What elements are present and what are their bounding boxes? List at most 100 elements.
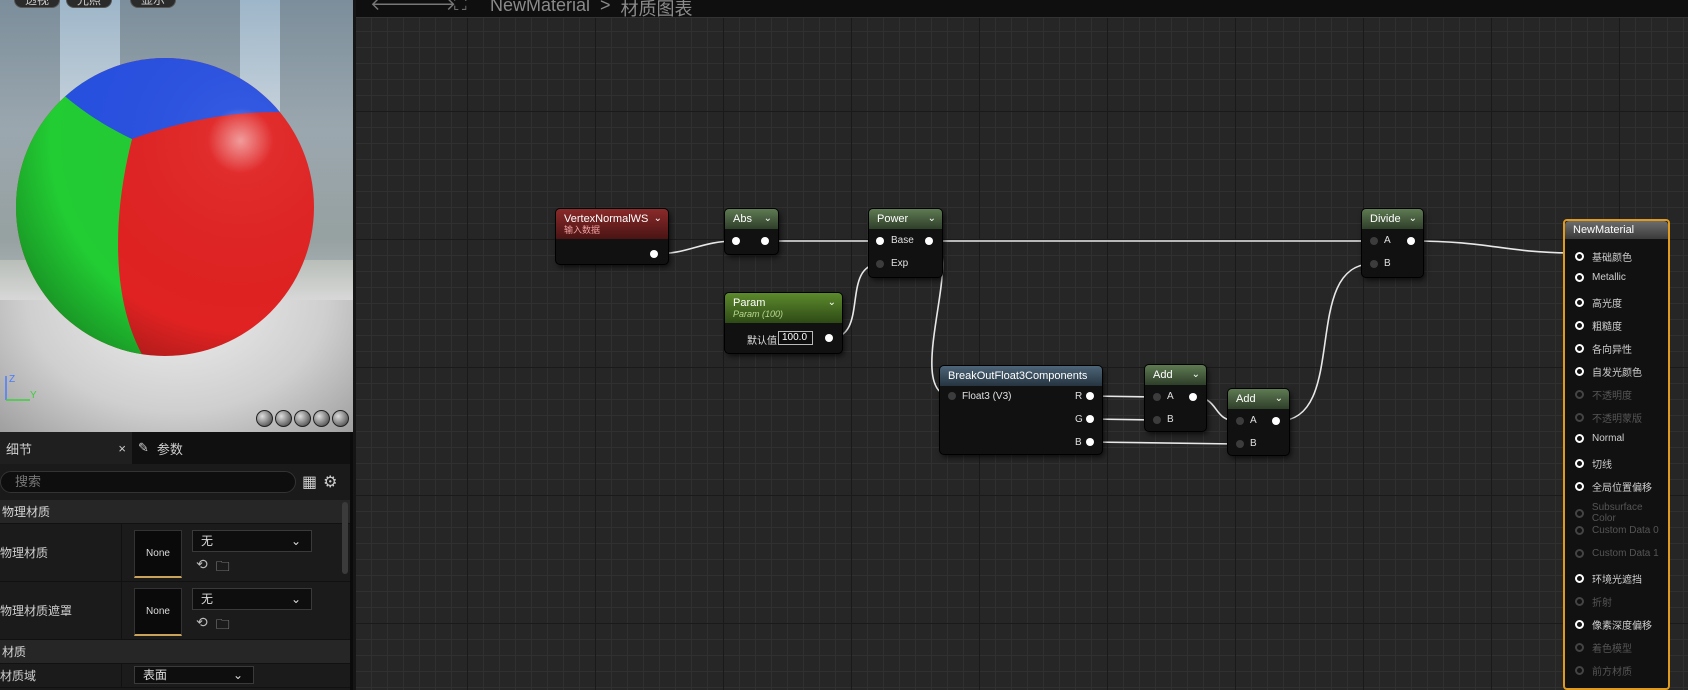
output-pin[interactable] xyxy=(925,237,933,245)
input-pin-exp[interactable] xyxy=(876,260,884,268)
chevron-down-icon[interactable]: ⌄ xyxy=(763,213,772,224)
material-input-pin[interactable]: 全局位置偏移 xyxy=(1575,479,1652,494)
material-input-pin[interactable]: 基础颜色 xyxy=(1575,249,1632,264)
material-input-pin[interactable]: 不透明蒙版 xyxy=(1575,410,1642,425)
chevron-down-icon[interactable]: ⌄ xyxy=(1274,393,1283,404)
node-power[interactable]: Power ⌄ Base Exp xyxy=(869,209,942,277)
material-input-pin[interactable]: 切线 xyxy=(1575,456,1612,471)
output-pin-b[interactable] xyxy=(1086,438,1094,446)
input-pin-base[interactable] xyxy=(876,237,884,245)
chevron-down-icon[interactable]: ⌄ xyxy=(827,297,836,308)
use-selected-icon[interactable]: ⟲ xyxy=(196,614,208,630)
tab-params[interactable]: ✎ 参数 xyxy=(132,432,189,464)
material-input-pin[interactable]: Normal xyxy=(1575,433,1624,444)
input-pin-float3[interactable] xyxy=(948,392,956,400)
pin-circle-icon[interactable] xyxy=(1575,434,1584,443)
pin-circle-icon[interactable] xyxy=(1575,482,1584,491)
material-input-pin[interactable]: 折射 xyxy=(1575,594,1612,609)
pin-circle-icon[interactable] xyxy=(1575,597,1584,606)
node-breakout-float3[interactable]: BreakOutFloat3Components Float3 (V3) R G… xyxy=(940,366,1102,454)
close-icon[interactable]: × xyxy=(118,440,126,456)
pin-circle-icon[interactable] xyxy=(1575,574,1584,583)
input-pin[interactable] xyxy=(732,237,740,245)
pin-circle-icon[interactable] xyxy=(1575,459,1584,468)
output-pin[interactable] xyxy=(1272,417,1280,425)
node-add-2[interactable]: Add ⌄ A B xyxy=(1228,389,1289,455)
sphere-preview-icon[interactable] xyxy=(275,410,292,427)
pin-circle-icon[interactable] xyxy=(1575,344,1584,353)
pin-circle-icon[interactable] xyxy=(1575,508,1584,518)
material-input-pin[interactable]: 前方材质 xyxy=(1575,663,1632,678)
asset-thumbnail[interactable]: None xyxy=(134,530,182,578)
input-pin-b[interactable] xyxy=(1153,416,1161,424)
back-arrow-icon[interactable]: 🡐 xyxy=(370,0,419,14)
pin-circle-icon[interactable] xyxy=(1575,252,1584,261)
material-preview-viewport[interactable]: 透视 光照 显示 Z Y xyxy=(0,0,353,432)
material-input-pin[interactable]: Custom Data 0 xyxy=(1575,525,1659,536)
browse-asset-icon[interactable]: 🗀 xyxy=(215,616,230,632)
pin-circle-icon[interactable] xyxy=(1575,413,1584,422)
cylinder-preview-icon[interactable] xyxy=(256,410,273,427)
input-pin-a[interactable] xyxy=(1236,417,1244,425)
pin-circle-icon[interactable] xyxy=(1575,643,1584,652)
section-physical-material[interactable]: 物理材质 xyxy=(0,500,350,524)
pin-circle-icon[interactable] xyxy=(1575,549,1584,558)
material-graph-canvas[interactable] xyxy=(356,0,1688,690)
output-pin[interactable] xyxy=(1407,237,1415,245)
material-input-pin[interactable]: 不透明度 xyxy=(1575,387,1632,402)
material-input-pin[interactable]: 粗糙度 xyxy=(1575,318,1622,333)
asset-dropdown[interactable]: 无 ⌄ xyxy=(192,530,312,552)
pin-circle-icon[interactable] xyxy=(1575,321,1584,330)
pin-circle-icon[interactable] xyxy=(1575,273,1584,282)
viewport-perspective-button[interactable]: 透视 xyxy=(14,0,61,8)
viewport-show-button[interactable]: 显示 xyxy=(130,0,177,8)
breadcrumb-graph[interactable]: 材质图表 xyxy=(620,0,693,19)
material-input-pin[interactable]: 着色模型 xyxy=(1575,640,1632,655)
plane-preview-icon[interactable] xyxy=(294,410,311,427)
chevron-down-icon[interactable]: ⌄ xyxy=(653,213,662,224)
node-add-1[interactable]: Add ⌄ A B xyxy=(1145,365,1206,431)
details-scrollbar[interactable] xyxy=(342,502,348,574)
viewport-lit-button[interactable]: 光照 xyxy=(66,0,113,8)
pin-circle-icon[interactable] xyxy=(1575,526,1584,535)
material-input-pin[interactable]: Metallic xyxy=(1575,272,1626,283)
chevron-down-icon[interactable]: ⌄ xyxy=(1191,369,1200,380)
input-pin-a[interactable] xyxy=(1370,237,1378,245)
node-abs[interactable]: Abs ⌄ xyxy=(725,209,778,254)
pin-circle-icon[interactable] xyxy=(1575,666,1584,675)
use-selected-icon[interactable]: ⟲ xyxy=(196,556,208,572)
default-value-field[interactable]: 100.0 xyxy=(778,331,813,345)
cube-preview-icon[interactable] xyxy=(313,410,330,427)
input-pin-b[interactable] xyxy=(1236,440,1244,448)
output-pin[interactable] xyxy=(1189,393,1197,401)
material-input-pin[interactable]: 像素深度偏移 xyxy=(1575,617,1652,632)
output-pin-g[interactable] xyxy=(1086,415,1094,423)
browse-asset-icon[interactable]: 🗀 xyxy=(215,558,230,574)
material-input-pin[interactable]: Custom Data 1 xyxy=(1575,548,1659,559)
section-material[interactable]: 材质 xyxy=(0,640,350,664)
material-domain-dropdown[interactable]: 表面 ⌄ xyxy=(134,666,254,684)
node-vertex-normal-ws[interactable]: VertexNormalWS 输入数据 ⌄ xyxy=(556,209,668,264)
material-input-pin[interactable]: Subsurface Color xyxy=(1575,502,1668,524)
chevron-down-icon[interactable]: ⌄ xyxy=(1408,213,1417,224)
output-pin-r[interactable] xyxy=(1086,392,1094,400)
pin-circle-icon[interactable] xyxy=(1575,367,1584,376)
material-input-pin[interactable]: 环境光遮挡 xyxy=(1575,571,1642,586)
input-pin-a[interactable] xyxy=(1153,393,1161,401)
pin-circle-icon[interactable] xyxy=(1575,390,1584,399)
material-input-pin[interactable]: 高光度 xyxy=(1575,295,1622,310)
asset-dropdown[interactable]: 无 ⌄ xyxy=(192,588,312,610)
material-input-pin[interactable]: 自发光颜色 xyxy=(1575,364,1642,379)
tab-details[interactable]: 细节 × xyxy=(0,432,132,464)
node-divide[interactable]: Divide ⌄ A B xyxy=(1362,209,1423,277)
grid-view-icon[interactable]: ▦ xyxy=(302,474,318,491)
search-input[interactable]: 搜索 xyxy=(0,471,296,493)
mesh-preview-icon[interactable] xyxy=(332,410,349,427)
breadcrumb-asset[interactable]: NewMaterial xyxy=(490,0,591,15)
chevron-down-icon[interactable]: ⌄ xyxy=(927,213,936,224)
gear-icon[interactable]: ⚙ xyxy=(323,474,338,491)
output-pin[interactable] xyxy=(825,334,833,342)
forward-arrow-icon[interactable]: 🡒 xyxy=(408,0,457,14)
pin-circle-icon[interactable] xyxy=(1575,620,1584,629)
